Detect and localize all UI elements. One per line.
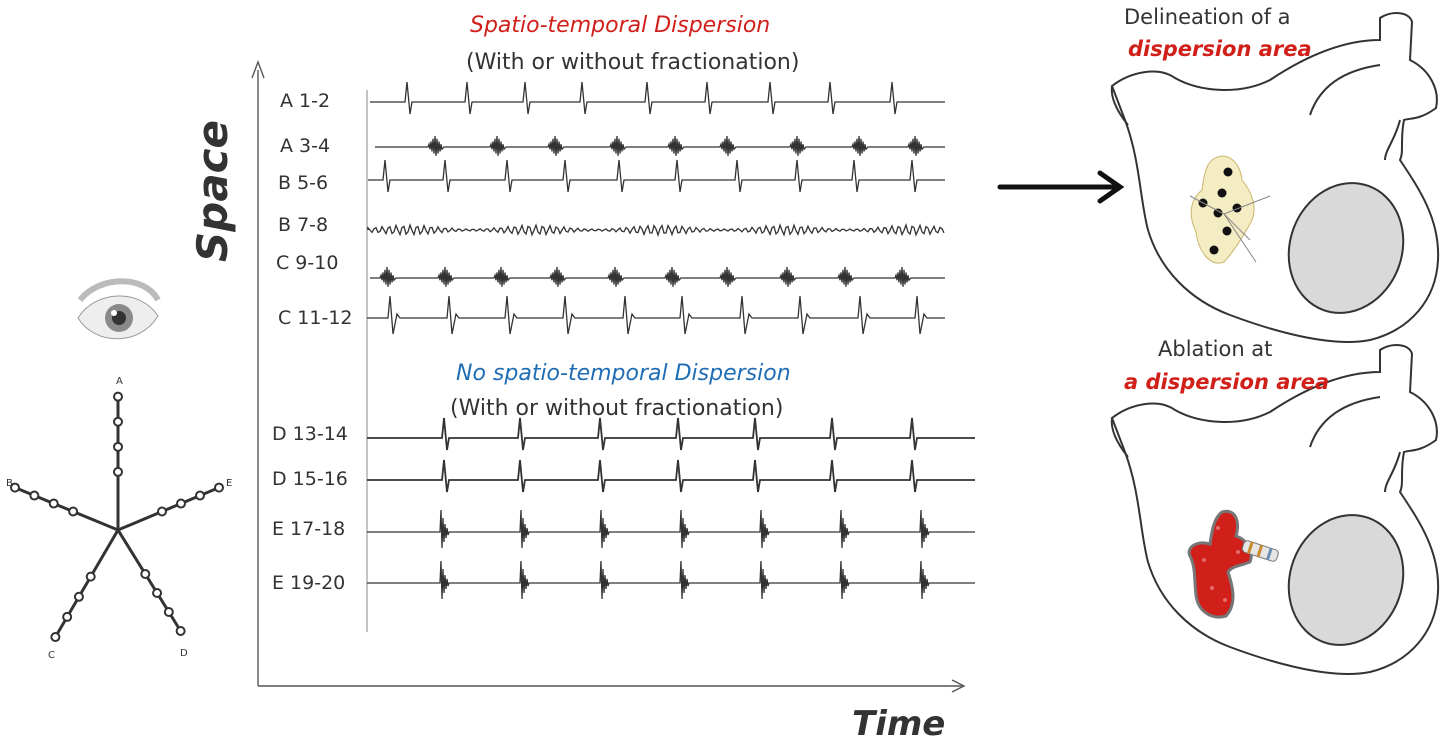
catheter-electrode — [68, 506, 79, 517]
catheter-electrode — [113, 466, 123, 477]
catheter-electrode — [113, 391, 123, 402]
channel-label: C 11-12 — [278, 307, 353, 329]
dispersion-area-highlight — [1189, 155, 1271, 264]
space-axis-label: Space — [188, 119, 237, 262]
time-space-axes — [251, 60, 966, 693]
heart-outline-icon — [1110, 12, 1440, 343]
catheter-electrode — [48, 498, 59, 509]
catheter-electrode — [85, 571, 96, 582]
channel-label: D 15-16 — [272, 468, 348, 490]
eye-icon — [77, 278, 161, 340]
egm-trace — [375, 135, 945, 156]
egm-trace — [367, 417, 975, 451]
catheter-electrode — [214, 482, 224, 493]
heart-outline-icon — [1110, 344, 1440, 675]
egm-trace — [370, 266, 945, 287]
no-dispersion-title: No spatio-temporal Dispersion — [456, 361, 791, 386]
heart-top-caption: Delineation of a — [1124, 5, 1291, 29]
catheter-electrode — [73, 591, 84, 602]
catheter-electrode — [152, 588, 163, 598]
time-axis-label: Time — [852, 704, 946, 744]
catheter-electrode — [140, 569, 151, 579]
heart-bottom-caption-highlight: a dispersion area — [1124, 370, 1330, 394]
catheter-electrode — [29, 490, 40, 501]
channel-label: A 3-4 — [280, 135, 331, 157]
spline-label-c: C — [48, 650, 55, 661]
spline-label-a: A — [116, 376, 123, 387]
dispersion-title: Spatio-temporal Dispersion — [470, 13, 771, 38]
catheter-electrode — [163, 607, 174, 617]
heart-top-caption-highlight: dispersion area — [1128, 37, 1312, 61]
catheter-electrode — [175, 626, 186, 636]
channel-label: C 9-10 — [276, 252, 339, 274]
egm-trace — [368, 159, 945, 193]
catheter-electrode — [195, 490, 205, 501]
catheter-electrode — [113, 416, 123, 427]
egm-trace — [367, 560, 975, 600]
heart-bottom-caption: Ablation at — [1158, 337, 1273, 361]
pentaray-catheter-icon — [9, 391, 224, 643]
egm-traces — [367, 81, 975, 600]
spline-label-b: B — [6, 478, 13, 489]
channel-label: E 19-20 — [272, 572, 346, 594]
channel-label: D 13-14 — [272, 423, 348, 445]
channel-label: E 17-18 — [272, 518, 346, 540]
egm-trace — [367, 509, 975, 549]
catheter-electrode — [157, 506, 167, 517]
catheter-electrode — [9, 482, 20, 493]
egm-trace — [370, 81, 945, 115]
channel-label: A 1-2 — [280, 90, 331, 112]
arrow-right-icon — [997, 170, 1125, 204]
channel-label: B 5-6 — [278, 172, 329, 194]
egm-trace — [367, 459, 975, 493]
egm-trace — [367, 223, 945, 238]
catheter-electrode — [113, 441, 123, 452]
no-dispersion-subtitle: (With or without fractionation) — [450, 396, 784, 421]
spline-label-d: D — [180, 648, 188, 659]
channel-label: B 7-8 — [278, 214, 329, 236]
catheter-electrode — [62, 611, 73, 622]
ablation-catheter-icon — [1241, 540, 1279, 562]
catheter-electrode — [50, 632, 61, 643]
spline-label-e: E — [226, 478, 233, 489]
egm-trace — [367, 295, 945, 335]
dispersion-subtitle: (With or without fractionation) — [466, 50, 800, 75]
ablation-area — [1187, 509, 1253, 619]
catheter-electrode — [176, 498, 186, 509]
